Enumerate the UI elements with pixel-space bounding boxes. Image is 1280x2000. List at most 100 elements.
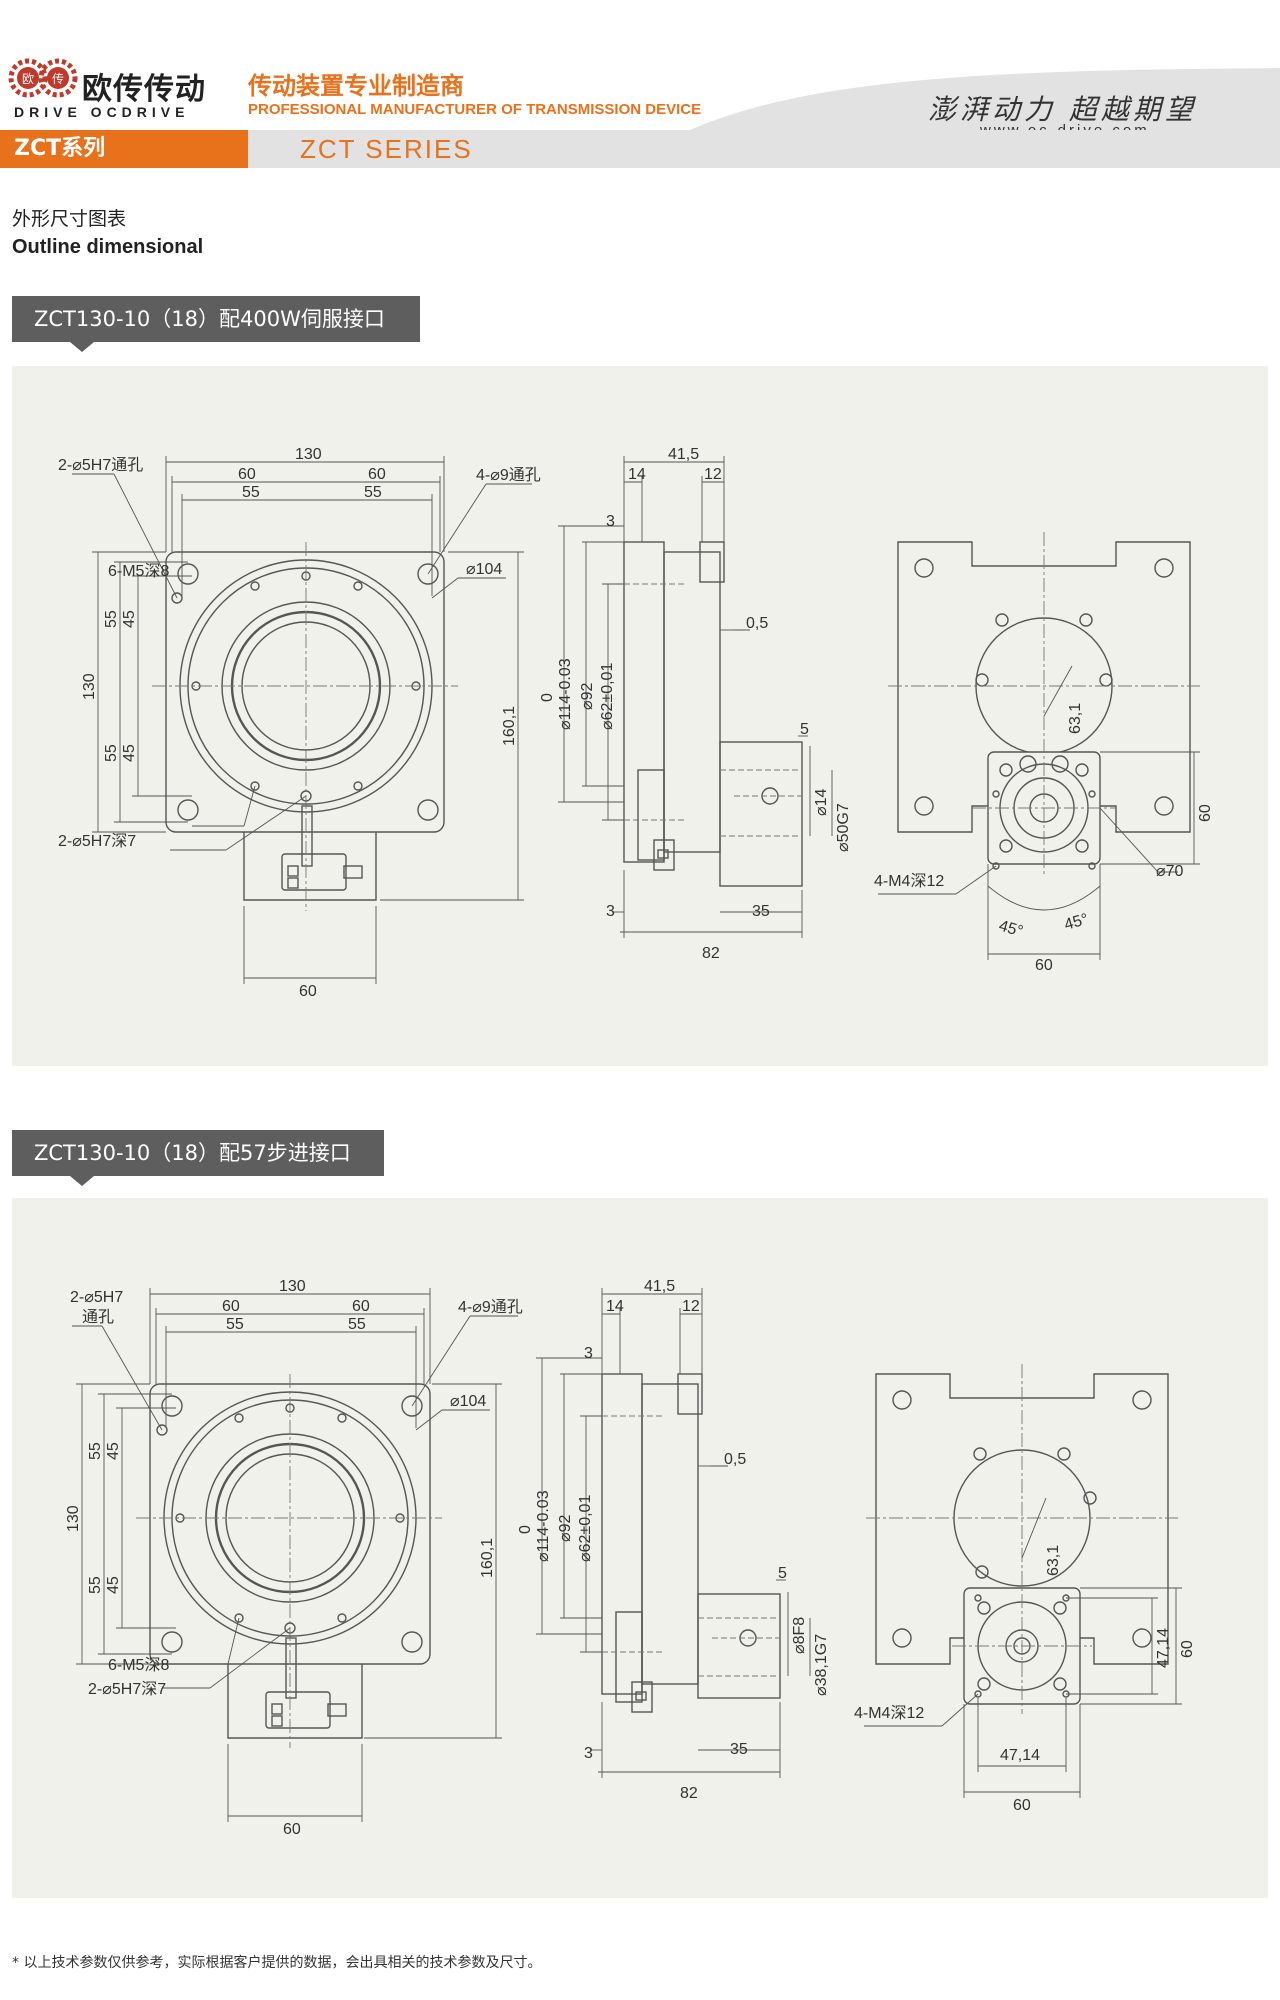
slogan: 澎湃动力 超越期望: [928, 93, 1197, 126]
dim-side-12: 12: [704, 466, 722, 483]
drawing-stepper: 130 60 60 55 55 2-⌀5H7 通孔 4-⌀9通孔 ⌀104 6-…: [65, 1278, 1196, 1838]
dim-side-5: 5: [800, 721, 809, 738]
dim-front-height: 130: [81, 673, 98, 700]
dim-half-outer-l: 60: [238, 466, 256, 483]
dim-h45-top: 45: [121, 610, 138, 628]
dim-h55-bot: 55: [87, 1576, 104, 1594]
label-circle: ⌀104: [466, 561, 502, 578]
dim-dia38: ⌀38,1G7: [813, 1634, 830, 1696]
dim-dia114: ⌀114-0.03: [535, 1490, 552, 1562]
tagline-en: PROFESSIONAL MANUFACTURER OF TRANSMISSIO…: [248, 101, 702, 118]
dim-side-3-bot: 3: [606, 903, 615, 920]
logo-gear-icon: 欧 传: [8, 58, 78, 98]
logo-text-cn: 欧传传动: [82, 72, 206, 107]
label-pin: 2-⌀5H7深7: [58, 832, 136, 850]
label-hole-right: 4-⌀9通孔: [476, 466, 541, 484]
label-back-thread: 4-M4深12: [874, 872, 944, 890]
dim-side-3-top: 3: [584, 1345, 593, 1362]
dim-side-depth: 41,5: [644, 1278, 675, 1295]
dim-front-width: 130: [295, 446, 322, 463]
dim-h55-bot: 55: [103, 744, 120, 762]
dim-back-dia70: ⌀70: [1156, 863, 1184, 880]
tagline-cn: 传动装置专业制造商: [248, 72, 464, 100]
dim-side-3-top: 3: [606, 513, 615, 530]
dim-side-05: 0,5: [724, 1451, 746, 1468]
dim-side-35: 35: [752, 903, 770, 920]
dim-half-inner-l: 55: [226, 1316, 244, 1333]
tab-pointer: [70, 1176, 94, 1186]
series-label-en: ZCT SERIES: [248, 130, 1280, 168]
dim-h45-bot: 45: [105, 1576, 122, 1594]
dim-front-width: 130: [279, 1278, 306, 1295]
dim-h45-bot: 45: [121, 744, 138, 762]
dim-side-14: 14: [606, 1298, 624, 1315]
dim-side-35: 35: [730, 1741, 748, 1758]
footnote: * 以上技术参数仅供参考，实际根据客户提供的数据，会出具相关的技术参数及尺寸。: [12, 1955, 542, 1971]
drawing-panel-servo: 130 60 60 55 55 2-⌀5H7通孔 4-⌀9通孔 ⌀104 6-M…: [12, 366, 1268, 1066]
dim-side-3-bot: 3: [584, 1745, 593, 1762]
dim-bottom-width: 60: [283, 1821, 301, 1838]
dim-dia92: ⌀92: [579, 682, 596, 710]
dim-dia14: ⌀14: [813, 788, 830, 816]
dim-height-all: 160,1: [479, 1538, 496, 1578]
dim-front-height: 130: [65, 1505, 82, 1532]
tab-pointer: [70, 342, 94, 352]
dim-back-angle-r: 45°: [1062, 911, 1090, 934]
dim-side-5: 5: [778, 1565, 787, 1582]
dim-half-inner-l: 55: [242, 484, 260, 501]
label-hole-left-2: 通孔: [82, 1308, 114, 1326]
dim-side-82: 82: [680, 1785, 698, 1802]
dim-half-outer-l: 60: [222, 1298, 240, 1315]
dim-dia92: ⌀92: [557, 1514, 574, 1542]
dim-half-outer-r: 60: [368, 466, 386, 483]
section-title-en: Outline dimensional: [12, 236, 204, 258]
drawing-tab-stepper: ZCT130-10（18）配57步进接口: [12, 1130, 384, 1176]
label-thread: 6-M5深8: [108, 1656, 169, 1674]
dim-back-60-side: 60: [1179, 1640, 1196, 1658]
dim-dia114: ⌀114-0.03: [557, 658, 574, 730]
label-hole-right: 4-⌀9通孔: [458, 1298, 523, 1316]
label-hole-left-1: 2-⌀5H7: [70, 1289, 123, 1306]
dim-dia114-tol: 0: [517, 1525, 534, 1534]
dim-h55-top: 55: [87, 1442, 104, 1460]
dim-side-82: 82: [702, 945, 720, 962]
series-label-cn: ZCT系列: [0, 130, 248, 168]
section-title-cn: 外形尺寸图表: [12, 208, 127, 230]
drawing-panel-stepper: 130 60 60 55 55 2-⌀5H7 通孔 4-⌀9通孔 ⌀104 6-…: [12, 1198, 1268, 1898]
label-back-thread: 4-M4深12: [854, 1704, 924, 1722]
dim-height-all: 160,1: [501, 706, 518, 746]
label-thread: 6-M5深8: [108, 562, 169, 580]
dim-dia8: ⌀8F8: [791, 1617, 808, 1654]
dim-back-60-bot: 60: [1035, 957, 1053, 974]
dim-half-inner-r: 55: [364, 484, 382, 501]
dim-back-60-bot: 60: [1013, 1797, 1031, 1814]
dim-side-14: 14: [628, 466, 646, 483]
dim-side-05: 0,5: [746, 615, 768, 632]
logo-badge-left: 欧: [22, 72, 34, 86]
dim-back-47-bot: 47,14: [1000, 1747, 1040, 1764]
dim-dia50: ⌀50G7: [835, 803, 852, 852]
dim-side-12: 12: [682, 1298, 700, 1315]
dim-dia62: ⌀62±0,01: [599, 663, 616, 730]
drawing-servo: 130 60 60 55 55 2-⌀5H7通孔 4-⌀9通孔 ⌀104 6-M…: [58, 446, 1214, 1000]
dim-half-inner-r: 55: [348, 1316, 366, 1333]
logo-badge-right: 传: [52, 71, 64, 86]
label-hole-left: 2-⌀5H7通孔: [58, 456, 143, 474]
dim-back-pcd: 63,1: [1045, 1545, 1062, 1576]
dim-back-60-side: 60: [1197, 804, 1214, 822]
dim-dia114-tol: 0: [539, 693, 556, 702]
logo-text-en: DRIVE OCDRIVE: [14, 104, 190, 120]
page-header: 欧 传 欧传传动 DRIVE OCDRIVE 传动装置专业制造商 PROFESS…: [0, 0, 1280, 168]
label-pin: 2-⌀5H7深7: [88, 1680, 166, 1698]
label-circle: ⌀104: [450, 1393, 486, 1410]
dim-h45-top: 45: [105, 1442, 122, 1460]
dim-side-depth: 41,5: [668, 446, 699, 463]
dim-h55-top: 55: [103, 610, 120, 628]
drawing-tab-servo: ZCT130-10（18）配400W伺服接口: [12, 296, 420, 342]
dim-back-47-side: 47,14: [1155, 1628, 1172, 1668]
dim-half-outer-r: 60: [352, 1298, 370, 1315]
dim-bottom-width: 60: [299, 983, 317, 1000]
dim-back-angle-l: 45°: [997, 918, 1025, 941]
dim-dia62: ⌀62±0,01: [577, 1495, 594, 1562]
dim-back-pcd: 63,1: [1067, 703, 1084, 734]
